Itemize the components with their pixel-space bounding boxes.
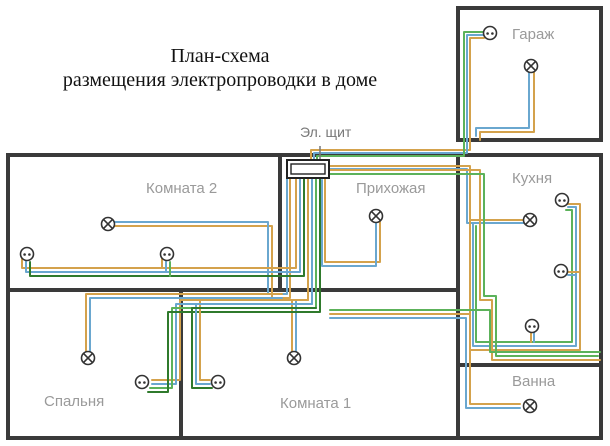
room2-lamp-icon [100,216,116,232]
room-label-room2: Комната 2 [146,180,218,197]
hallway-lamp-icon [368,208,384,224]
room-label-room1: Комната 1 [280,395,352,412]
panel-label: Эл. щит [300,124,352,140]
room1-socket-icon [210,374,226,390]
wire-room2-sockets [21,177,305,277]
wiring [21,31,601,409]
room-label-kitchen: Кухня [512,170,553,187]
room2-socket-right-icon [159,246,175,262]
house-outline [6,153,603,440]
kitchen-socket-middle-icon [553,263,569,279]
wire-bedroom-sockets [147,177,321,393]
wire-hallway [321,177,381,267]
room-label-bedroom: Спальня [44,393,105,410]
electrical-panel [286,146,330,179]
wire-bedroom-lamp [85,293,283,353]
plan-title-line2: размещения электропроводки в доме [62,69,378,91]
room-label-hallway: Прихожая [356,180,426,197]
room-label-bathroom: Ванна [512,373,556,390]
garage-socket-icon [482,25,498,41]
walls [6,6,603,440]
wire-garage [310,31,535,165]
room1-lamp-icon [286,350,302,366]
kitchen-socket-top-icon [554,192,570,208]
kitchen-socket-bottom-icon [524,318,540,334]
bedroom-lamp-icon [80,350,96,366]
garage-lamp-icon [523,58,539,74]
plan-title-line1: План-схема [170,45,270,67]
kitchen-lamp-icon [522,212,538,228]
wire-bathroom [329,169,601,409]
room2-socket-left-icon [19,246,35,262]
bathroom-lamp-icon [522,398,538,414]
bedroom-socket-icon [134,374,150,390]
garage-outline [456,6,603,142]
room-label-garage: Гараж [512,26,555,43]
